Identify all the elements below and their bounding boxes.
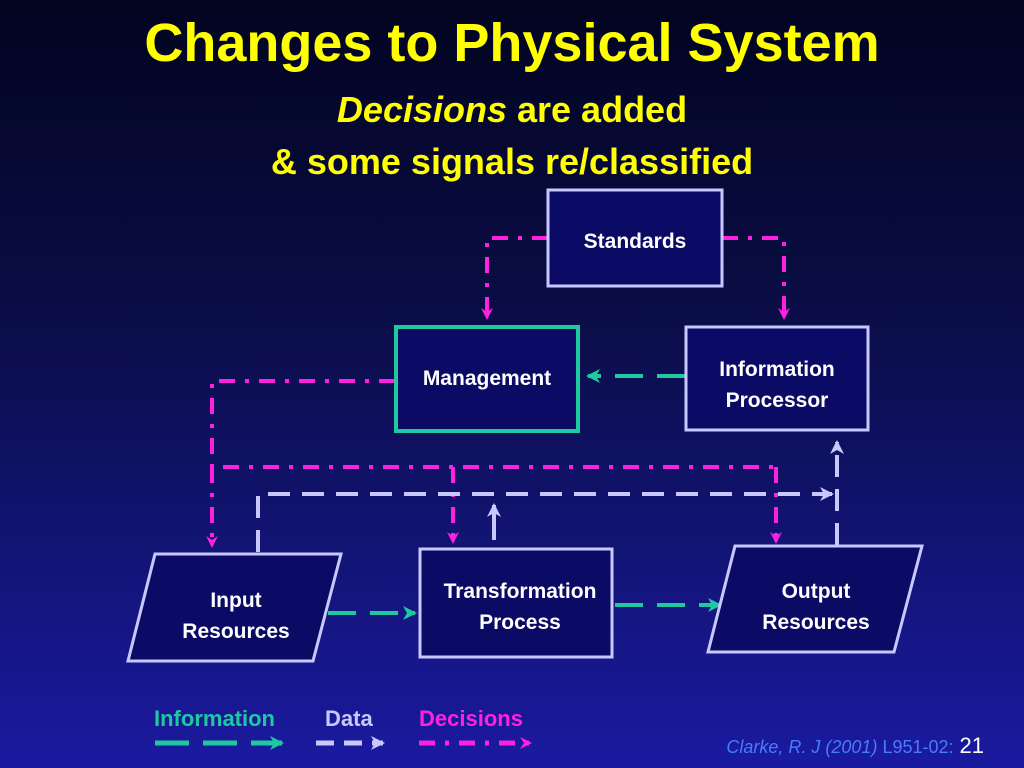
lecture-code: L951-02: xyxy=(877,737,954,757)
management-box xyxy=(394,325,580,433)
output-label-2: Resources xyxy=(762,611,869,634)
decision-standards-to-management xyxy=(481,236,548,320)
subtitle-rest: are added xyxy=(507,89,688,130)
subtitle-emphasis: Decisions xyxy=(336,89,507,130)
input-label-1: Input xyxy=(210,589,261,612)
transformation-process-box xyxy=(418,547,614,659)
information-flows xyxy=(328,369,722,620)
legend-data-label: Data xyxy=(325,706,373,731)
output-label-1: Output xyxy=(782,580,851,603)
slide-footer: Clarke, R. J (2001) L951-02:21 xyxy=(726,733,984,759)
output-resources-box xyxy=(706,544,924,654)
decision-standards-to-infoproc xyxy=(722,236,790,320)
decision-flows xyxy=(206,236,790,548)
transform-label-2: Process xyxy=(479,611,561,634)
info-processor-label-1: Information xyxy=(719,358,835,381)
standards-label: Standards xyxy=(584,230,687,253)
transform-label-1: Transformation xyxy=(444,580,597,603)
decision-management-to-operations xyxy=(210,379,776,469)
info-processor-box xyxy=(684,325,870,432)
input-label-2: Resources xyxy=(182,620,289,643)
data-input-to-output xyxy=(256,487,834,552)
legend-information-label: Information xyxy=(154,706,275,731)
slide-subtitle-line2: & some signals re/classified xyxy=(270,141,754,182)
legend-decisions-label: Decisions xyxy=(419,706,523,731)
page-number: 21 xyxy=(959,733,984,758)
data-flows xyxy=(256,440,844,552)
slide-title: Changes to Physical System xyxy=(144,13,880,73)
input-resources-box xyxy=(126,552,343,663)
info-processor-label-2: Processor xyxy=(726,389,829,412)
management-label: Management xyxy=(423,367,551,390)
standards-box xyxy=(546,188,724,288)
citation: Clarke, R. J (2001) xyxy=(726,737,878,757)
slide-subtitle-line1: Decisions are added xyxy=(0,88,1024,132)
